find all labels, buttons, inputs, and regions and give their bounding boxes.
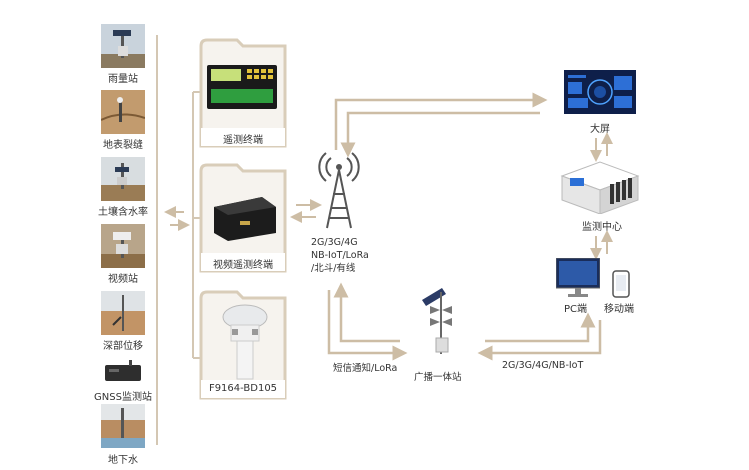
- tower-caption-line: 2G/3G/4G: [311, 237, 358, 248]
- soil-moisture-image: [101, 157, 145, 201]
- monitor-center-label: 监测中心: [582, 222, 622, 233]
- terminal-caption: 视频遥测终端: [213, 260, 273, 271]
- network-label: 2G/3G/4G/NB-IoT: [502, 360, 584, 371]
- tower-icon: [318, 152, 360, 229]
- sensor-label: 土壤含水率: [98, 207, 148, 218]
- pc-label: PC端: [564, 304, 588, 315]
- big-screen-label: 大屏: [590, 124, 610, 135]
- surface-crack-image: [101, 90, 145, 134]
- video-terminal-icon: [214, 197, 276, 241]
- pc-icon: [556, 258, 600, 297]
- tower-caption: 2G/3G/4G NB-IoT/LoRa /北斗/有线: [311, 236, 369, 275]
- terminal-caption: 遥测终端: [223, 135, 263, 146]
- mobile-label: 移动端: [604, 304, 634, 315]
- sensor-label: 地表裂缝: [103, 140, 143, 151]
- sensor-label: 深部位移: [103, 341, 143, 352]
- sensor-label: 地下水: [108, 455, 138, 466]
- gnss-receiver-icon: [222, 304, 268, 380]
- gnss-station-image: [101, 357, 145, 385]
- tower-caption-line: NB-IoT/LoRa: [311, 250, 369, 261]
- sensor-label: 雨量站: [108, 74, 138, 85]
- broadcast-station-icon: [422, 288, 452, 354]
- rain-gauge-image: [101, 24, 145, 68]
- telemetry-device-icon: [207, 65, 277, 109]
- groundwater-image: [101, 404, 145, 448]
- deep-displacement-image: [101, 291, 145, 335]
- tower-caption-line: /北斗/有线: [311, 263, 356, 274]
- sms-lora-label: 短信通知/LoRa: [333, 363, 398, 374]
- device-caption: F9164-BD105: [208, 383, 278, 394]
- sensor-label: 视频站: [108, 274, 138, 285]
- big-screen-icon: [564, 70, 636, 114]
- sensor-label: GNSS监测站: [94, 392, 152, 403]
- broadcast-label: 广播一体站: [414, 372, 462, 383]
- monitor-center-icon: [560, 161, 640, 214]
- video-station-image: [101, 224, 145, 268]
- mobile-icon: [612, 270, 630, 298]
